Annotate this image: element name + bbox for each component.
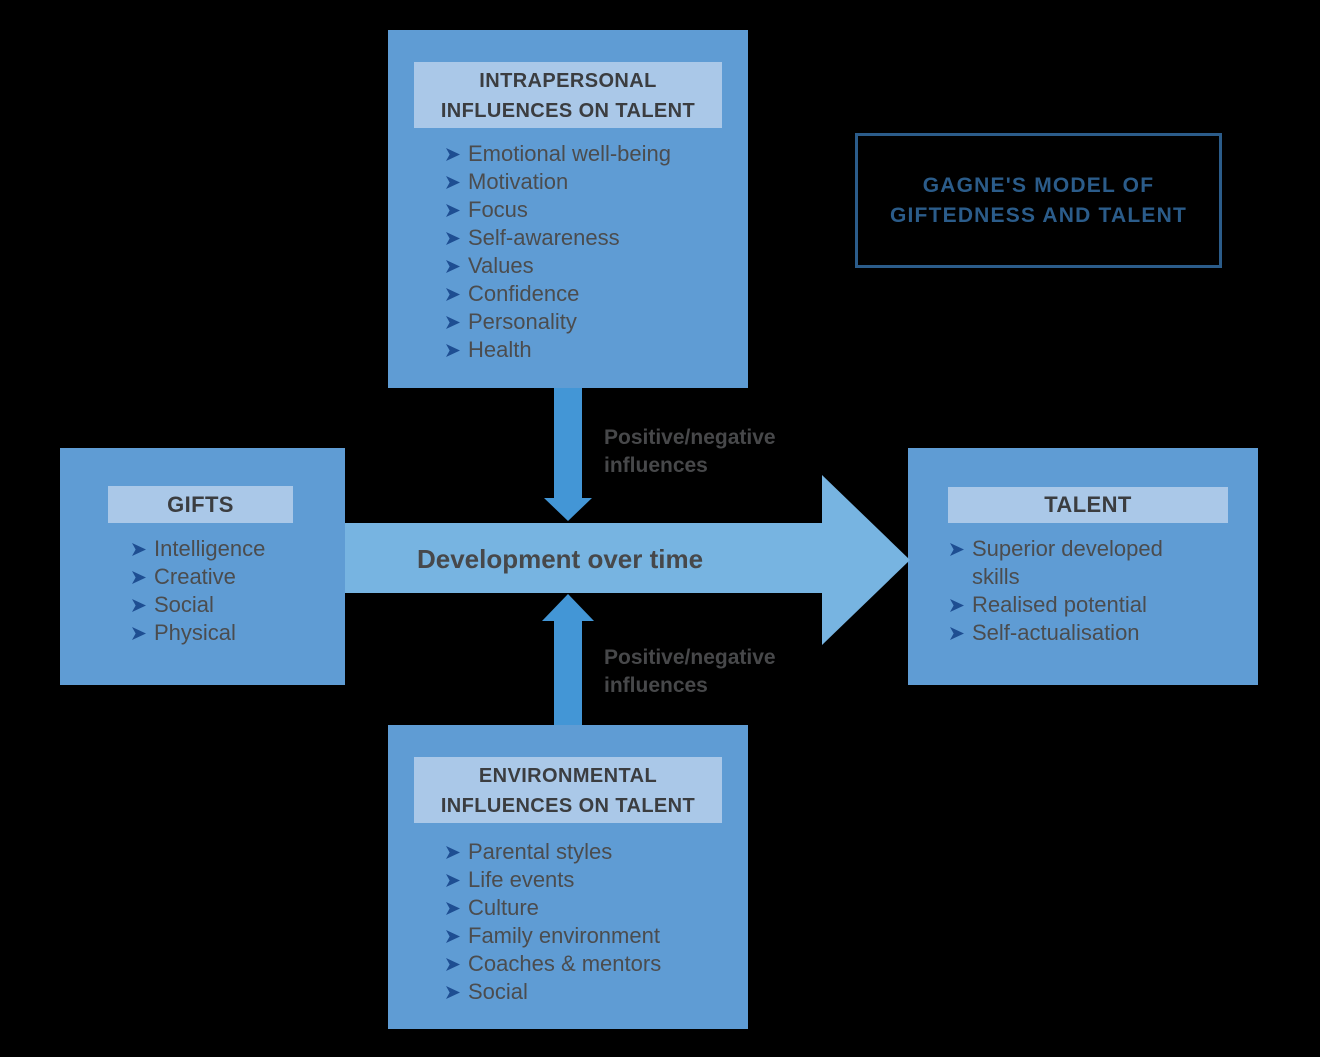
arrow-right-bullet-icon (950, 543, 964, 556)
list-item-label: Realised potential (972, 592, 1147, 617)
environmental-list: Parental styles Life events Culture Fami… (446, 838, 661, 1006)
arrow-right-bullet-icon (446, 958, 460, 971)
list-item: Coaches & mentors (446, 950, 661, 978)
list-item-label: Values (468, 253, 534, 278)
development-arrow-head-icon (822, 475, 910, 645)
diagram-title-line1: GAGNE'S MODEL OF (922, 173, 1155, 197)
list-item-label: Coaches & mentors (468, 951, 662, 976)
list-item: Superior developed skills (950, 535, 1190, 591)
list-item: Culture (446, 894, 661, 922)
up-arrow-shaft (554, 618, 582, 725)
arrow-right-bullet-icon (446, 232, 460, 245)
gifts-box: GIFTS Intelligence Creative Social Physi… (60, 448, 345, 685)
environmental-header: ENVIRONMENTAL INFLUENCES ON TALENT (414, 757, 722, 823)
arrow-right-bullet-icon (132, 599, 146, 612)
list-item-label: Focus (468, 197, 528, 222)
list-item: Creative (132, 563, 265, 591)
down-arrow-shaft (554, 388, 582, 498)
arrow-right-bullet-icon (132, 543, 146, 556)
list-item: Confidence (446, 280, 671, 308)
arrow-right-bullet-icon (446, 902, 460, 915)
list-item-label: Superior developed skills (972, 536, 1163, 589)
list-item: Emotional well-being (446, 140, 671, 168)
talent-list: Superior developed skills Realised poten… (950, 535, 1190, 647)
list-item: Parental styles (446, 838, 661, 866)
list-item-label: Family environment (468, 923, 660, 948)
arrow-right-bullet-icon (446, 344, 460, 357)
list-item: Personality (446, 308, 671, 336)
list-item-label: Creative (154, 564, 236, 589)
list-item-label: Social (154, 592, 214, 617)
arrow-right-bullet-icon (446, 148, 460, 161)
list-item-label: Self-awareness (468, 225, 620, 250)
arrow-right-bullet-icon (446, 316, 460, 329)
list-item: Intelligence (132, 535, 265, 563)
arrow-right-bullet-icon (446, 260, 460, 273)
list-item-label: Health (468, 337, 532, 362)
environmental-header-line1: ENVIRONMENTAL (478, 765, 658, 787)
list-item-label: Physical (154, 620, 236, 645)
environmental-box: ENVIRONMENTAL INFLUENCES ON TALENT Paren… (388, 725, 748, 1029)
up-arrow-head-icon (542, 594, 594, 621)
arrow-right-bullet-icon (446, 288, 460, 301)
list-item: Health (446, 336, 671, 364)
list-item: Motivation (446, 168, 671, 196)
talent-box: TALENT Superior developed skills Realise… (908, 448, 1258, 685)
list-item: Realised potential (950, 591, 1190, 619)
list-item-label: Emotional well-being (468, 141, 671, 166)
intrapersonal-header-line1: INTRAPERSONAL (479, 70, 657, 92)
list-item-label: Social (468, 979, 528, 1004)
list-item: Physical (132, 619, 265, 647)
arrow-right-bullet-icon (950, 599, 964, 612)
arrow-right-bullet-icon (446, 874, 460, 887)
development-arrow-shaft (345, 523, 823, 593)
arrow-right-bullet-icon (132, 627, 146, 640)
gifts-list: Intelligence Creative Social Physical (132, 535, 265, 647)
diagram-title-box: GAGNE'S MODEL OF GIFTEDNESS AND TALENT (855, 133, 1222, 268)
arrow-right-bullet-icon (446, 986, 460, 999)
environmental-header-line2: INFLUENCES ON TALENT (440, 795, 696, 817)
list-item: Focus (446, 196, 671, 224)
diagram-title-line2: GIFTEDNESS AND TALENT (889, 203, 1188, 227)
list-item: Self-awareness (446, 224, 671, 252)
list-item-label: Parental styles (468, 839, 613, 864)
intrapersonal-list: Emotional well-being Motivation Focus Se… (446, 140, 671, 364)
list-item: Social (446, 978, 661, 1006)
intrapersonal-box: INTRAPERSONAL INFLUENCES ON TALENT Emoti… (388, 30, 748, 388)
arrow-right-bullet-icon (446, 930, 460, 943)
list-item-label: Personality (468, 309, 577, 334)
arrow-right-bullet-icon (446, 846, 460, 859)
talent-header: TALENT (948, 487, 1228, 523)
list-item: Self-actualisation (950, 619, 1190, 647)
list-item: Values (446, 252, 671, 280)
arrow-right-bullet-icon (446, 204, 460, 217)
list-item-label: Life events (468, 867, 575, 892)
arrow-right-bullet-icon (950, 627, 964, 640)
development-over-time-label: Development over time (416, 544, 704, 574)
arrow-right-bullet-icon (446, 176, 460, 189)
list-item: Life events (446, 866, 661, 894)
list-item-label: Self-actualisation (972, 620, 1140, 645)
intrapersonal-header: INTRAPERSONAL INFLUENCES ON TALENT (414, 62, 722, 128)
list-item-label: Motivation (468, 169, 569, 194)
gifts-header: GIFTS (108, 486, 293, 523)
top-influence-label: Positive/negative influences (604, 426, 776, 477)
list-item: Social (132, 591, 265, 619)
list-item: Family environment (446, 922, 661, 950)
list-item-label: Culture (468, 895, 539, 920)
down-arrow-head-icon (544, 498, 592, 521)
list-item-label: Confidence (468, 281, 580, 306)
list-item-label: Intelligence (154, 536, 266, 561)
bottom-influence-label: Positive/negative influences (604, 646, 776, 697)
arrow-right-bullet-icon (132, 571, 146, 584)
intrapersonal-header-line2: INFLUENCES ON TALENT (440, 100, 696, 122)
